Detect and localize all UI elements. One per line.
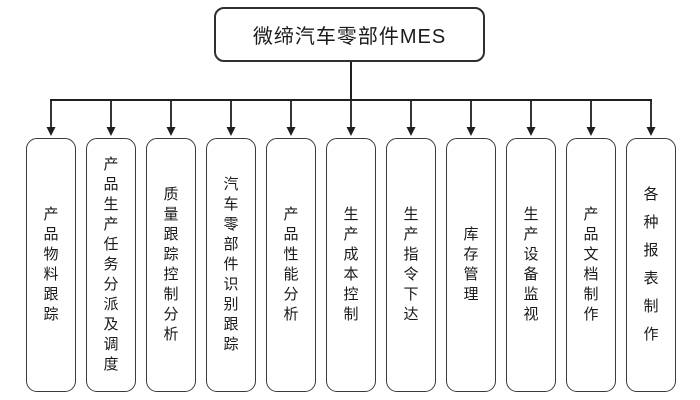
arrow-down-marker [106, 127, 116, 136]
tree-node-label: 产品物料跟踪 [43, 206, 59, 323]
tree-node-label: 各种报表制作 [643, 186, 659, 343]
tree-node-10: 产品文档制作 [566, 138, 616, 392]
tree-node-7: 生产指令下达 [386, 138, 436, 392]
tree-node-label: 产品文档制作 [583, 206, 599, 323]
tree-node-label: 生产设备监视 [523, 206, 539, 323]
tree-node-2: 产品生产任务分派及调度 [86, 138, 136, 392]
tree-node-6: 生产成本控制 [326, 138, 376, 392]
root-node-label: 微缔汽车零部件MES [252, 26, 447, 48]
root-node: 微缔汽车零部件MES [214, 7, 485, 62]
tree-node-4: 汽车零部件识别跟踪 [206, 138, 256, 392]
arrow-down-marker [646, 127, 656, 136]
tree-node-label: 产品性能分析 [283, 206, 299, 323]
tree-node-label: 生产成本控制 [343, 206, 359, 323]
arrow-down-marker [466, 127, 476, 136]
tree-node-8: 库存管理 [446, 138, 496, 392]
tree-node-1: 产品物料跟踪 [26, 138, 76, 392]
arrow-down-marker [586, 127, 596, 136]
child-nodes-row: 产品物料跟踪 产品生产任务分派及调度 质量跟踪控制分析 汽车零部件识别跟踪 产品… [26, 138, 676, 392]
tree-node-label: 生产指令下达 [403, 206, 419, 323]
tree-node-label: 库存管理 [463, 226, 479, 303]
tree-node-5: 产品性能分析 [266, 138, 316, 392]
arrow-down-marker [526, 127, 536, 136]
arrow-down-marker [406, 127, 416, 136]
arrow-down-marker [346, 127, 356, 136]
tree-node-label: 产品生产任务分派及调度 [103, 156, 119, 373]
tree-node-label: 汽车零部件识别跟踪 [223, 176, 239, 353]
tree-node-label: 质量跟踪控制分析 [163, 186, 179, 343]
tree-node-9: 生产设备监视 [506, 138, 556, 392]
arrow-down-marker [46, 127, 56, 136]
tree-node-3: 质量跟踪控制分析 [146, 138, 196, 392]
tree-node-11: 各种报表制作 [626, 138, 676, 392]
arrow-down-marker [286, 127, 296, 136]
arrow-down-marker [226, 127, 236, 136]
arrow-down-marker [166, 127, 176, 136]
